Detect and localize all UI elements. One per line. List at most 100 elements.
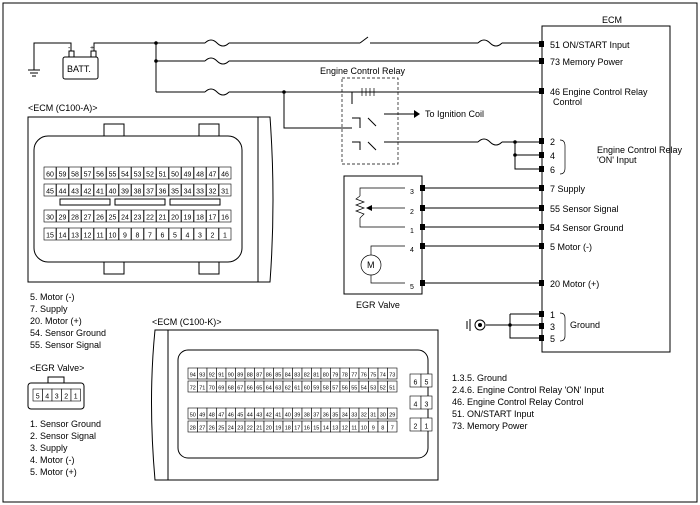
ecm-pin-2 — [539, 138, 544, 144]
conn-a-pin-53: 53 — [134, 172, 142, 179]
conn-a-pin-5: 5 — [173, 233, 177, 240]
conn-a-pin-7-cell — [143, 227, 157, 241]
egr-pin-5: 5 — [410, 284, 414, 291]
conn-k-pin-89: 89 — [237, 373, 243, 379]
conn-a-pin-57: 57 — [84, 172, 92, 179]
conn-k-pin-71: 71 — [199, 386, 205, 392]
conn-k-pin-38: 38 — [304, 413, 310, 419]
egr-pin-2-terminal — [420, 205, 425, 211]
conn-a-pin-33-cell — [193, 183, 207, 197]
ecm-pin-2-label: 2 — [550, 137, 555, 147]
conn-k-outer — [167, 329, 439, 481]
conn-a-pin-38-cell — [131, 183, 144, 197]
conn-k-pin-58: 58 — [323, 386, 329, 392]
conn-k-pin-7-cell — [387, 420, 398, 433]
ecm-pin-5-label: 5 Motor (-) — [550, 242, 592, 252]
conn-k-pin-20: 20 — [266, 426, 272, 432]
conn-a-pin-43-cell — [68, 183, 82, 197]
conn-a-legend-0: 5. Motor (-) — [30, 292, 75, 302]
conn-a-pin-30-cell — [43, 209, 57, 223]
conn-a-pin-7: 7 — [148, 233, 152, 240]
conn-k-side — [151, 329, 169, 481]
conn-k-pin-62: 62 — [285, 386, 291, 392]
ecm-pin-51-label: 51 ON/START Input — [550, 40, 630, 50]
conn-k-side-pin-3: 3 — [425, 402, 429, 409]
fuse-1-icon — [204, 39, 230, 47]
conn-k-pin-14: 14 — [323, 426, 329, 432]
egr-conn-pin-3: 3 — [55, 394, 59, 401]
conn-a-pin-2: 2 — [211, 233, 215, 240]
conn-a-pin-44: 44 — [59, 189, 67, 196]
conn-k-pin-12: 12 — [342, 426, 348, 432]
conn-k-pin-41: 41 — [275, 413, 281, 419]
relay-box — [341, 77, 399, 165]
conn-a-pin-51-cell — [156, 166, 169, 180]
conn-k-pin-82: 82 — [304, 373, 310, 379]
ecm-pin-5b-label: 5 — [550, 334, 555, 344]
conn-a-pin-36: 36 — [159, 189, 167, 196]
conn-a-pin-20: 20 — [171, 215, 179, 222]
egr-conn-legend-2: 3. Supply — [30, 443, 68, 453]
conn-a-title: <ECM (C100-A)> — [28, 103, 98, 113]
conn-a-pin-41-cell — [93, 183, 107, 197]
egr-conn-pin-1: 1 — [74, 394, 78, 401]
conn-a-body — [33, 135, 243, 263]
conn-a-pin-51: 51 — [159, 172, 167, 179]
egr-pin-4: 4 — [410, 247, 414, 254]
conn-k-body — [177, 349, 429, 459]
ground-label: Ground — [570, 320, 600, 330]
conn-a-pin-48: 48 — [196, 172, 204, 179]
conn-k-pin-90: 90 — [228, 373, 234, 379]
conn-a-pin-55: 55 — [109, 172, 117, 179]
conn-k-pin-29: 29 — [389, 413, 395, 419]
ground-terminal-dot — [478, 323, 482, 327]
relay-switch-1 — [352, 117, 361, 128]
egr-pin-3-terminal — [420, 185, 425, 191]
conn-a-pin-31: 31 — [221, 189, 229, 196]
conn-k-pin-46: 46 — [228, 413, 234, 419]
pot-wires — [359, 187, 405, 228]
conn-k-pin-40: 40 — [285, 413, 291, 419]
battery-minus: - — [68, 45, 71, 52]
conn-a-legend-2: 20. Motor (+) — [30, 316, 82, 326]
ecm-pin-46-label-2: Control — [553, 97, 582, 107]
conn-a-pin-43: 43 — [71, 189, 79, 196]
conn-k-legend-4: 73. Memory Power — [452, 421, 528, 431]
conn-k-pin-49: 49 — [199, 413, 205, 419]
ecm-pin-4-label: 4 — [550, 151, 555, 161]
conn-a-pin-46: 46 — [221, 172, 229, 179]
conn-a-pin-11-cell — [93, 227, 107, 241]
ecm-pin-1 — [539, 311, 544, 317]
conn-a-pin-34-cell — [181, 183, 194, 197]
conn-k-pin-81: 81 — [313, 373, 319, 379]
conn-k-pin-77: 77 — [351, 373, 357, 379]
ecm-pin-46-label: 46 Engine Control Relay — [550, 87, 648, 97]
conn-a-pin-29: 29 — [59, 215, 67, 222]
conn-a-pin-12-cell — [81, 227, 94, 241]
conn-a-pin-20-cell — [168, 209, 182, 223]
conn-k-pin-94: 94 — [190, 373, 196, 379]
conn-k-pin-8: 8 — [381, 426, 384, 432]
conn-a-pin-10: 10 — [109, 233, 117, 240]
ecm-pin-20 — [539, 280, 544, 286]
conn-k-pin-52: 52 — [380, 386, 386, 392]
conn-a-pin-49-cell — [181, 166, 194, 180]
conn-a-pin-42-cell — [81, 183, 94, 197]
conn-a-pin-46-cell — [218, 166, 232, 180]
junction-1 — [154, 41, 158, 45]
conn-a-pin-18: 18 — [196, 215, 204, 222]
conn-k-pin-63: 63 — [275, 386, 281, 392]
motor-wires — [370, 245, 405, 284]
conn-k-pin-32: 32 — [361, 413, 367, 419]
conn-a-pin-5-cell — [168, 227, 182, 241]
conn-a-pin-22-cell — [143, 209, 157, 223]
conn-a-pin-6-cell — [156, 227, 169, 241]
conn-a-pin-42: 42 — [84, 189, 92, 196]
conn-k-pin-37: 37 — [313, 413, 319, 419]
conn-k-pin-74: 74 — [380, 373, 386, 379]
conn-k-pin-29-cell — [387, 407, 398, 420]
conn-k-pin-59: 59 — [313, 386, 319, 392]
battery-ground-icon — [28, 69, 40, 77]
conn-a-pin-45: 45 — [46, 189, 54, 196]
ignition-switch-icon — [359, 36, 369, 44]
